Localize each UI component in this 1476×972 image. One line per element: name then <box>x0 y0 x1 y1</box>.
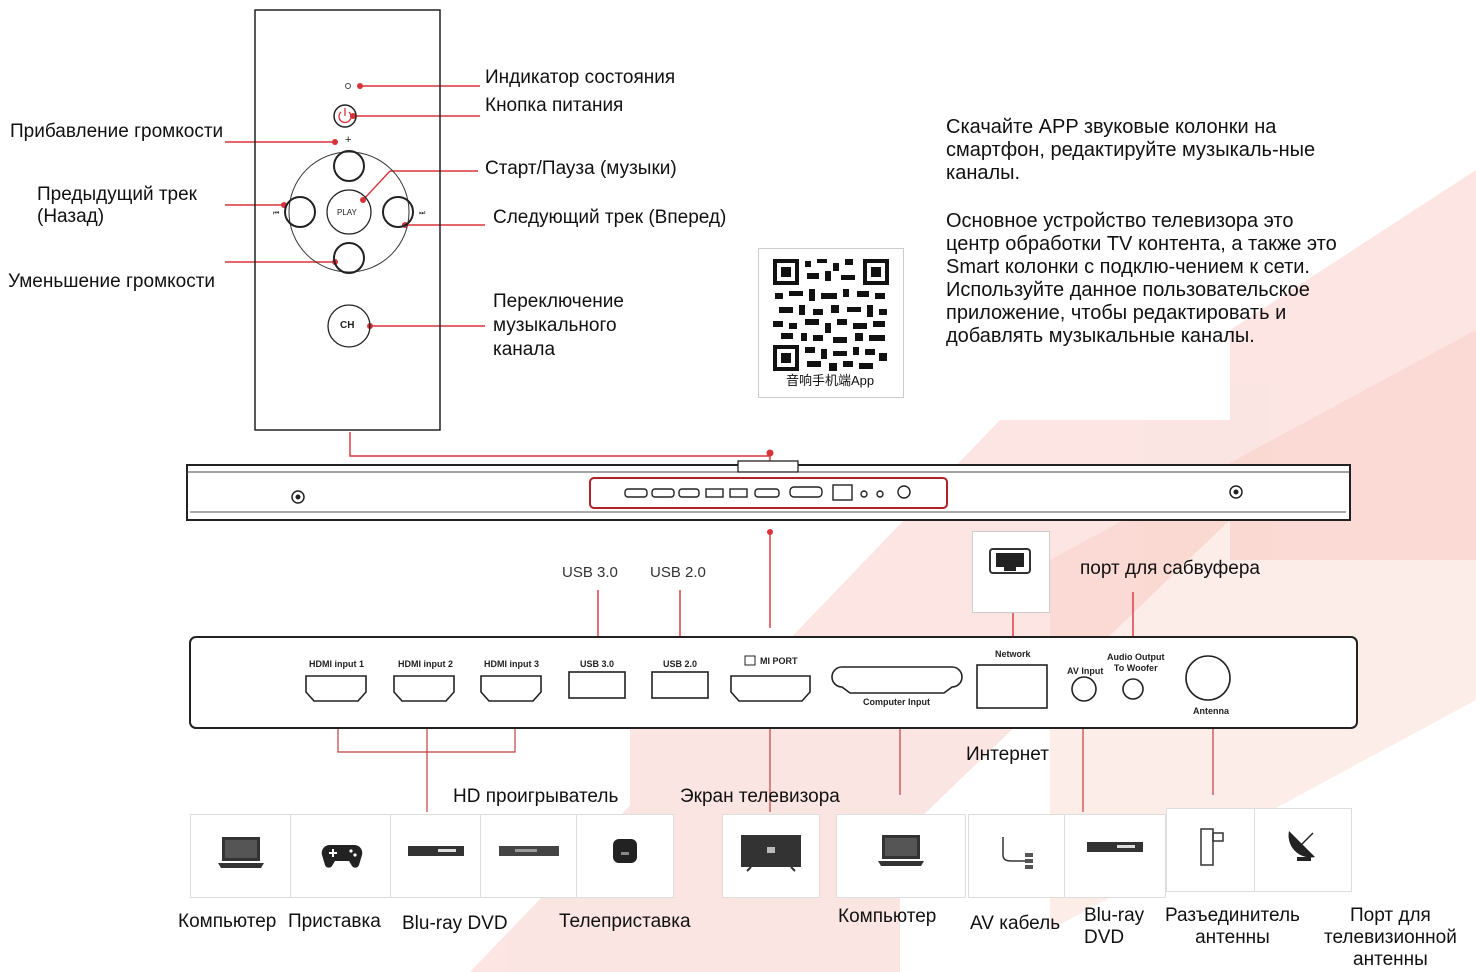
splitter-device-label: Разъединитель антенны <box>1165 905 1300 948</box>
computer-input-port-label: Computer Input <box>863 697 930 707</box>
svg-text:⏭: ⏭ <box>419 209 426 217</box>
network-port-card <box>972 531 1050 613</box>
device-card-settop <box>576 814 674 898</box>
device-card-computer-2 <box>836 814 966 898</box>
device-card-splitter <box>1166 808 1256 892</box>
laptop-icon <box>218 837 264 868</box>
network-port-label: Network <box>995 649 1031 659</box>
next-button <box>382 196 414 228</box>
antenna-port-device-label: Порт для телевизионной антенны <box>1324 905 1457 970</box>
bluray-device-label: Blu-ray DVD <box>402 913 508 934</box>
play-pause-label: Старт/Пауза (музыки) <box>485 158 677 179</box>
settop-device-label: Телеприставка <box>559 911 691 932</box>
info-paragraph-2: Основное устройство телевизора это центр… <box>946 210 1337 347</box>
av-cable-device-label: AV кабель <box>970 913 1061 934</box>
audio-out-port-label: Audio Output To Woofer <box>1107 652 1165 673</box>
play-button <box>326 189 372 235</box>
hdmi2-port-label: HDMI input 2 <box>398 659 453 669</box>
mi-box-icon <box>613 839 637 863</box>
info-paragraph-1: Скачайте APP звуковые колонки на смартфо… <box>946 116 1316 184</box>
console-device-label: Приставка <box>288 911 381 932</box>
next-track-label: Следующий трек (Вперед) <box>493 207 727 228</box>
plus-label: + <box>345 134 352 146</box>
satellite-dish-icon <box>1288 831 1315 861</box>
av-cable-icon <box>1002 837 1033 869</box>
computer-device-label: Компьютер <box>178 911 277 932</box>
bluray-player-icon <box>1087 842 1143 852</box>
subwoofer-port-label: порт для сабвуфера <box>1080 558 1260 579</box>
tv-screen-label: Экран телевизора <box>680 786 840 807</box>
qr-caption: 音响手机端App <box>786 373 875 388</box>
usb20-port-label: USB 2.0 <box>663 659 698 669</box>
ethernet-icon <box>989 548 1031 574</box>
usb30-top-label: USB 3.0 <box>562 564 618 581</box>
bluray-2-device-label: Blu-ray DVD <box>1084 905 1145 948</box>
ch-button <box>327 304 371 348</box>
ch-label: CH <box>340 320 355 331</box>
hdmi3-port-label: HDMI input 3 <box>484 659 539 669</box>
volume-down-button <box>333 242 365 274</box>
av-input-port-label: AV Input <box>1067 666 1104 676</box>
hd-player-label: HD проигрыватель <box>453 786 619 807</box>
computer-2-device-label: Компьютер <box>838 906 937 927</box>
bluray-player-icon <box>408 846 464 856</box>
laptop-icon <box>878 835 924 866</box>
status-indicator-label: Индикатор состояния <box>485 67 676 88</box>
channel-switch-label: Переключение музыкального канала <box>493 291 624 360</box>
device-card-bluray-2 <box>1064 814 1166 898</box>
prev-button <box>284 196 316 228</box>
dvd-player-icon <box>499 846 559 856</box>
volume-up-button <box>333 150 365 182</box>
power-button-label: Кнопка питания <box>485 95 624 116</box>
device-card-antenna <box>1254 808 1352 892</box>
volume-up-label: Прибавление громкости <box>10 121 224 142</box>
antenna-splitter-icon <box>1200 828 1224 866</box>
internet-label: Интернет <box>966 744 1049 765</box>
qr-code-card <box>758 248 904 398</box>
power-button <box>333 104 357 128</box>
tv-icon <box>741 835 801 872</box>
prev-track-label: Предыдущий трек (Назад) <box>37 184 197 227</box>
usb20-top-label: USB 2.0 <box>650 564 706 581</box>
qr-code-image <box>773 259 889 371</box>
device-card-dvd <box>480 814 578 898</box>
usb30-port-label: USB 3.0 <box>580 659 615 669</box>
antenna-port-label: Antenna <box>1193 706 1229 716</box>
gamepad-icon <box>321 845 363 868</box>
svg-text:⏮: ⏮ <box>273 209 279 217</box>
device-card-av-cable <box>968 814 1066 898</box>
mi-port-label: MI PORT <box>760 656 798 666</box>
play-label: PLAY <box>337 208 357 217</box>
device-card-bluray <box>390 814 482 898</box>
volume-down-label: Уменьшение громкости <box>8 271 216 292</box>
device-card-console <box>290 814 392 898</box>
device-card-computer <box>190 814 292 898</box>
device-card-tv <box>722 814 820 898</box>
hdmi1-port-label: HDMI input 1 <box>309 659 364 669</box>
